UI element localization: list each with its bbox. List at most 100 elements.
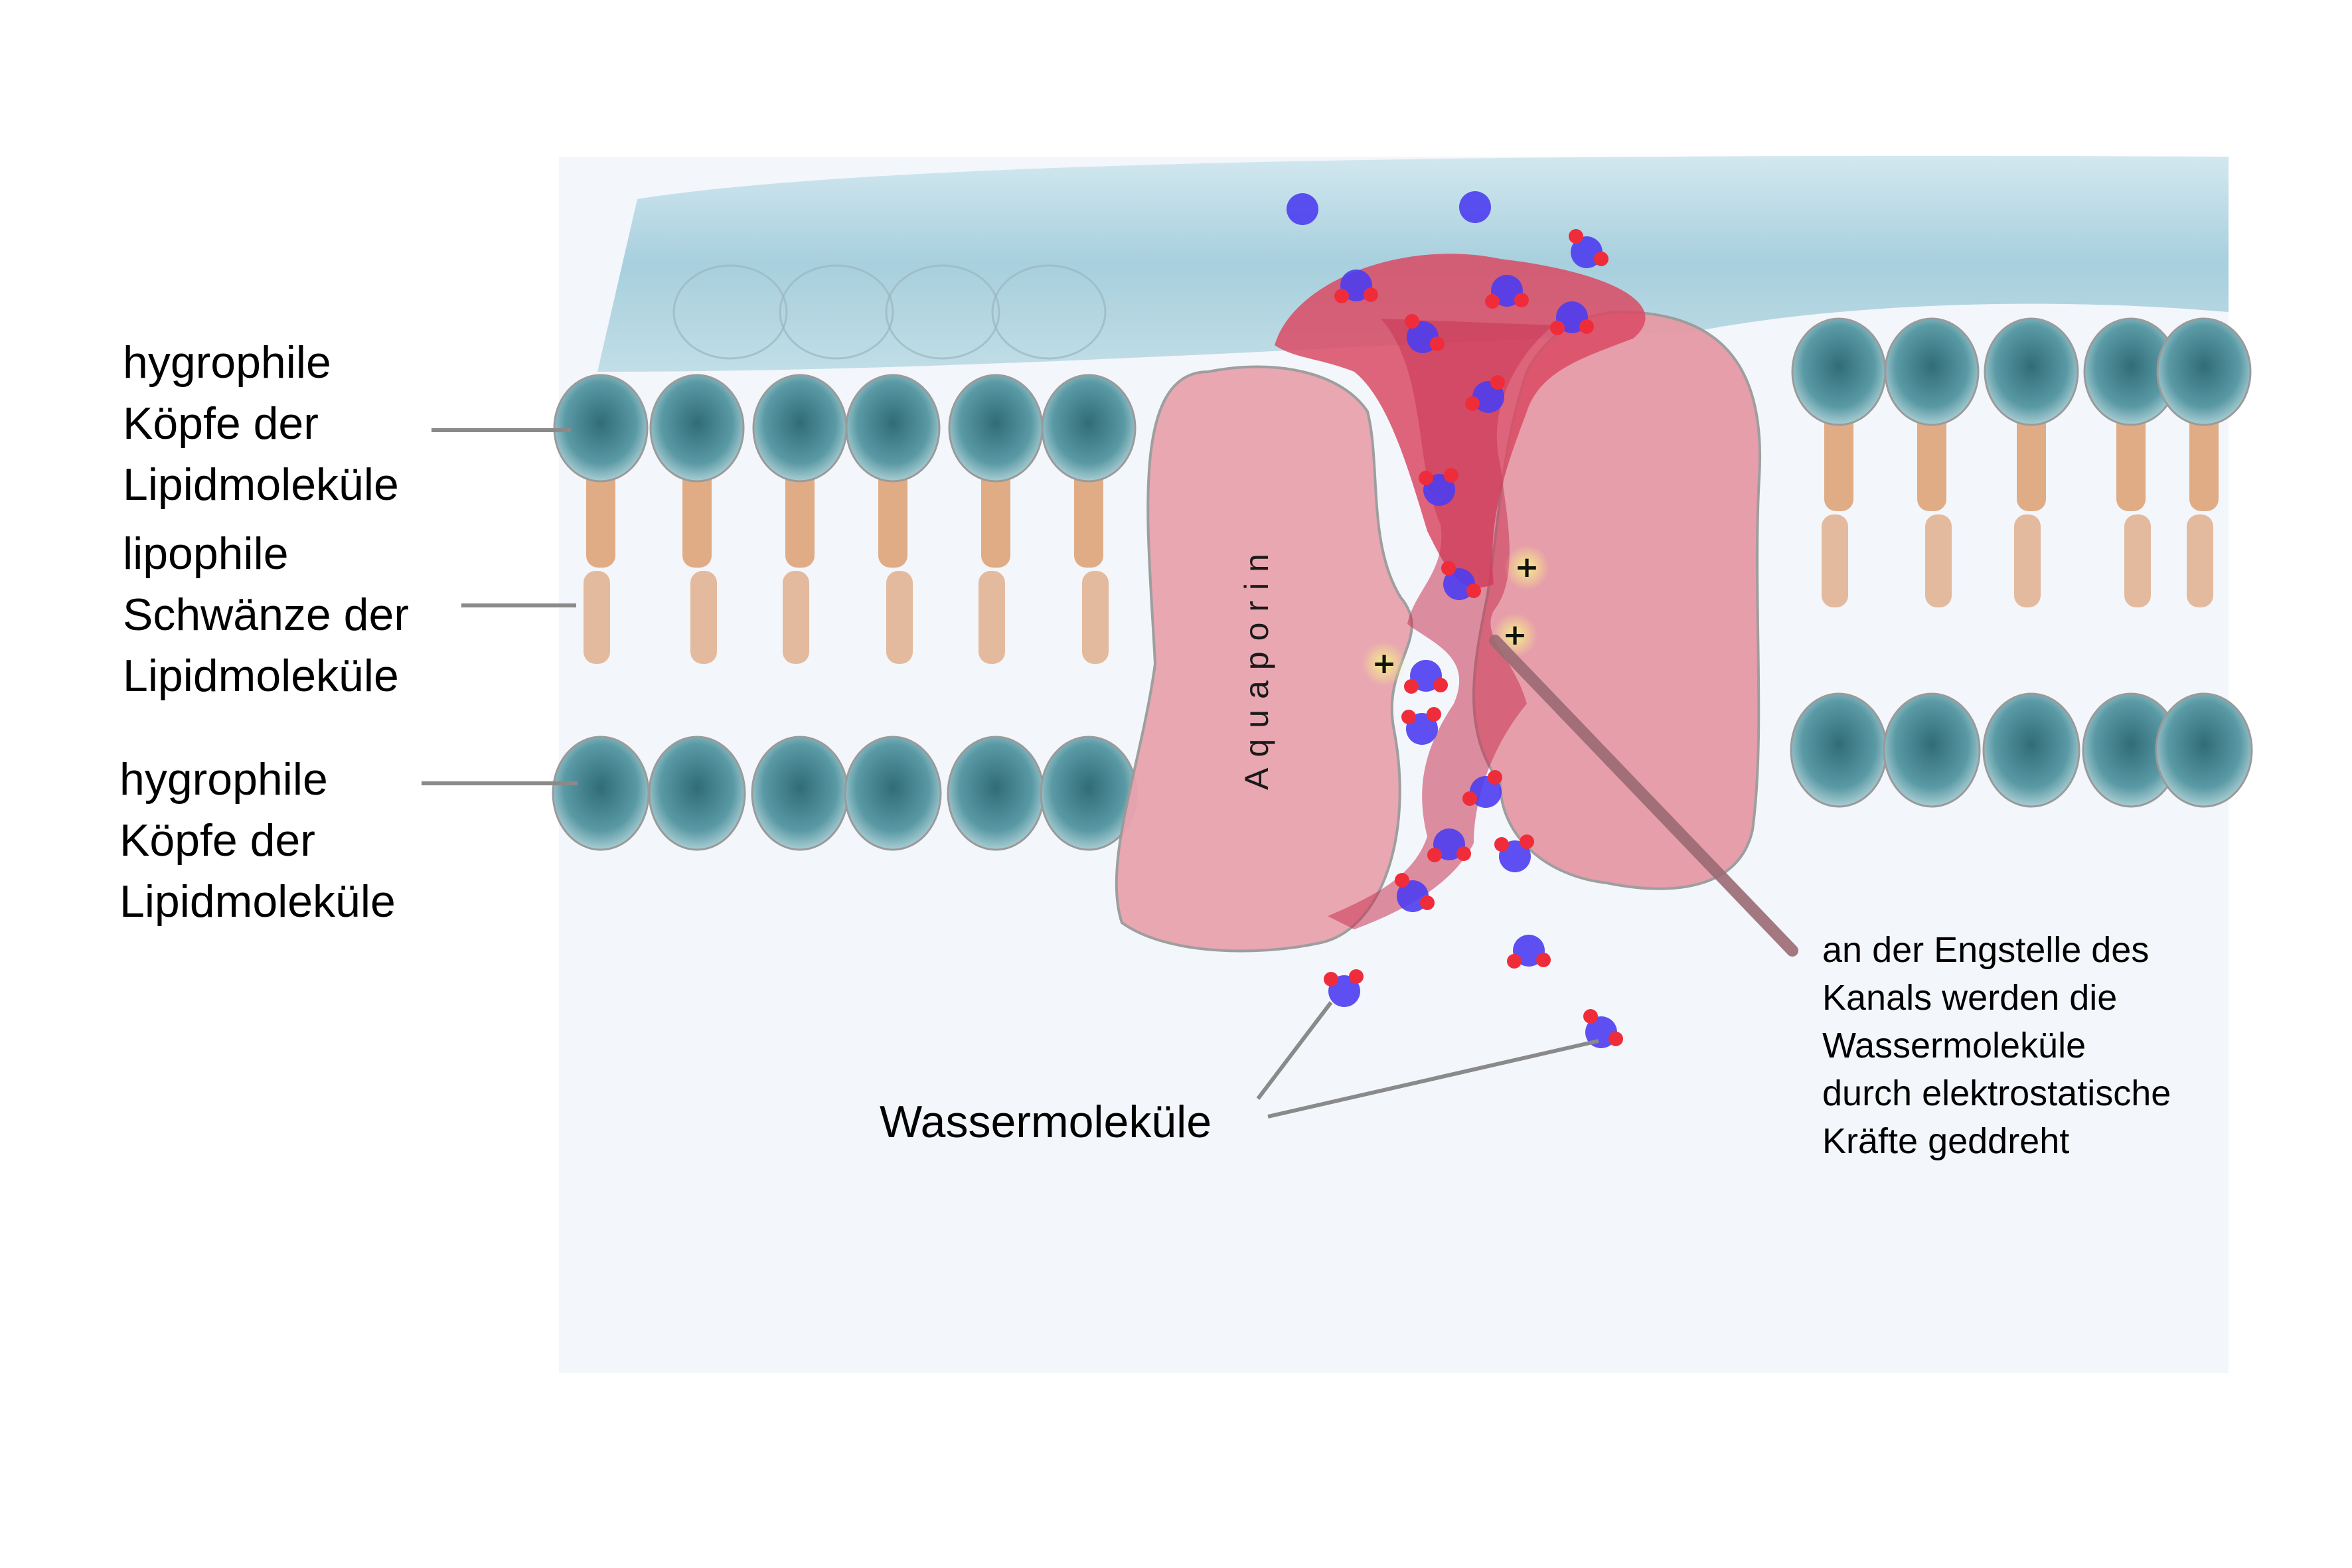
hydrogen-atom	[1395, 873, 1409, 888]
aquaporin-channel	[1328, 319, 1553, 929]
lipid-head-top	[1791, 317, 1887, 426]
lipid-bilayer-right	[1790, 317, 2253, 808]
aquaporin-protein: Aquaporin	[1115, 254, 1761, 953]
water-molecule	[1405, 314, 1445, 353]
hydrogen-atom	[1494, 837, 1509, 852]
water-molecule	[1404, 660, 1448, 694]
water-molecule	[1494, 834, 1534, 872]
positive-charges: +++	[1362, 545, 1549, 686]
hydrogen-atom	[1419, 471, 1433, 485]
water-molecule	[1287, 193, 1318, 225]
lipid-tail-upper	[586, 468, 615, 568]
positive-charge: +	[1372, 647, 1397, 680]
hydrogen-atom	[1404, 679, 1419, 694]
lipid-tail-upper	[981, 468, 1010, 568]
lipid-head-top	[752, 374, 848, 483]
lipid-tail-lower	[1925, 514, 1952, 607]
lipid-head-top	[1041, 374, 1137, 483]
lipid-tail-upper	[2116, 412, 2146, 511]
hydrogen-atom	[1420, 896, 1435, 910]
hydrogen-atom	[1401, 710, 1416, 724]
label-water-molecules: Wassermoleküle	[880, 1097, 1212, 1147]
label-constriction-note: an der Engstelle des Kanals werden die W…	[1822, 930, 2171, 1161]
hydrogen-atom	[1488, 770, 1502, 785]
lipid-head-top	[948, 374, 1044, 483]
water-molecule	[1507, 935, 1551, 969]
positive-charge: +	[1515, 550, 1539, 584]
lipid-head-bottom	[2155, 692, 2253, 808]
lipid-tail-lower	[584, 571, 610, 664]
oxygen-atom	[1459, 191, 1491, 223]
lipid-tail-upper	[1917, 412, 1946, 511]
hydrogen-atom	[1433, 678, 1448, 692]
hydrogen-atom	[1594, 252, 1608, 266]
lipid-tail-upper	[2017, 412, 2046, 511]
lipid-head-bottom	[844, 736, 942, 851]
lipid-tail-lower	[886, 571, 913, 664]
water-molecule	[1324, 969, 1364, 1007]
hydrogen-atom	[1456, 846, 1471, 861]
water-molecule	[1441, 561, 1481, 600]
charge-glow	[1362, 641, 1407, 686]
lipid-head-top	[1884, 317, 1980, 426]
hydrogen-atom	[1430, 337, 1445, 351]
hydrogen-atom	[1466, 584, 1481, 598]
charge-glow	[1504, 545, 1549, 590]
water-molecule	[1465, 375, 1505, 413]
lipid-tail-lower	[2124, 514, 2151, 607]
lipid-tail-upper	[2189, 412, 2219, 511]
hydrogen-atom	[1427, 848, 1442, 862]
hydrogen-atom	[1427, 707, 1441, 722]
hydrogen-atom	[1465, 396, 1480, 411]
faint-head-outline	[991, 264, 1107, 360]
hydrogen-atom	[1364, 287, 1378, 302]
hydrogen-atom	[1550, 321, 1565, 335]
hydrogen-atom	[1485, 294, 1500, 309]
hydrogen-atom	[1514, 293, 1529, 307]
water-molecule	[1550, 301, 1594, 335]
water-molecule	[1395, 873, 1435, 912]
lipid-tail-lower	[2014, 514, 2041, 607]
hydrogen-atom	[1507, 954, 1522, 969]
aquaporin-label: Aquaporin	[1238, 543, 1275, 790]
lipid-head-bottom	[1790, 692, 1888, 808]
label-tails: lipophile Schwänze der Lipidmoleküle	[123, 528, 409, 701]
oxygen-atom	[1287, 193, 1318, 225]
water-molecule	[1334, 270, 1378, 303]
lipid-head-bottom	[552, 736, 650, 851]
water-molecule	[1427, 828, 1471, 862]
hydrogen-atom	[1536, 953, 1551, 967]
hydrogen-atom	[1608, 1032, 1623, 1046]
water-molecule	[1485, 275, 1529, 309]
lipid-head-bottom	[648, 736, 746, 851]
hydrogen-atom	[1579, 319, 1594, 334]
hydrogen-atom	[1444, 468, 1458, 483]
lipid-head-bottom	[1982, 692, 2080, 808]
hydrogen-atom	[1583, 1009, 1598, 1024]
lipid-head-top	[649, 374, 745, 483]
water-molecule	[1462, 770, 1502, 808]
hydrogen-atom	[1520, 834, 1534, 849]
lipid-tail-lower	[690, 571, 717, 664]
lipid-head-top	[845, 374, 941, 483]
water-molecule	[1569, 229, 1608, 268]
lipid-bilayer-left	[552, 264, 1138, 851]
lipid-tail-lower	[1822, 514, 1848, 607]
faint-head-outline	[672, 264, 788, 360]
label-heads-top: hygrophile Köpfe der Lipidmoleküle	[123, 337, 399, 510]
lipid-tail-lower	[1082, 571, 1109, 664]
lipid-head-bottom	[947, 736, 1045, 851]
lipid-head-bottom	[1883, 692, 1981, 808]
lipid-tail-lower	[783, 571, 809, 664]
hydrogen-atom	[1462, 791, 1477, 806]
faint-head-outline	[885, 264, 1000, 360]
lipid-tail-upper	[785, 468, 815, 568]
water-molecules	[1287, 191, 1623, 1048]
lipid-tail-lower	[979, 571, 1005, 664]
hydrogen-atom	[1334, 289, 1349, 303]
lipid-tail-upper	[682, 468, 712, 568]
leader-water-1	[1256, 1001, 1333, 1100]
hydrogen-atom	[1569, 229, 1583, 244]
water-molecule	[1459, 191, 1491, 223]
